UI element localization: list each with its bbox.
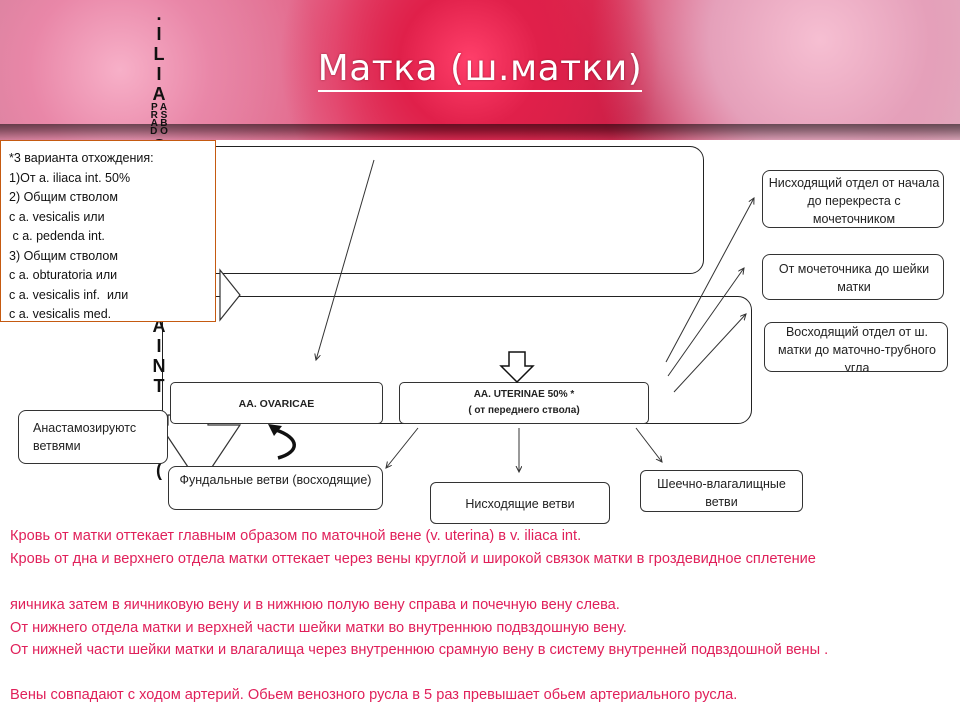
origin-variants-note: *3 варианта отхождения: 1)От a. iliaca i… [0, 140, 216, 322]
anastomose-label: Анастамозируютс ветвями [33, 421, 137, 453]
note-line: с a. vesicalis или [9, 209, 105, 224]
note-line: 1)От a. iliaca int. 50% [9, 170, 131, 185]
note-line: 2) Общим стволом [9, 190, 118, 204]
venous-text-1: Кровь от матки оттекает главным образом … [10, 528, 582, 544]
anastomose-box: Анастамозируютс ветвями [18, 410, 168, 464]
top-group-box [162, 146, 704, 274]
banner-shadow [0, 124, 960, 140]
note-line: с a. obturatoria или [9, 268, 118, 282]
segment-box-1: Нисходящий отдел от начала до перекреста… [762, 170, 944, 228]
curved-arrow [275, 428, 296, 460]
note-line: 3) Общим стволом [9, 248, 118, 263]
arrow-to-segment-3 [673, 314, 746, 393]
slide-title: Матка (ш.матки) [0, 48, 960, 92]
uterinae-label: AA. UTERINAE 50% * ( от переднего ствола… [468, 389, 580, 416]
note-line: *3 варианта отхождения: [9, 151, 154, 165]
arrow-to-segment-2 [667, 268, 744, 377]
ovaricae-label: AA. OVARICAE [238, 398, 315, 410]
fundal-branches-label: Фундальные ветви (восходящие) [179, 473, 372, 487]
note-line: с a. vesicalis med. [9, 307, 112, 321]
arrow-to-segment-1 [665, 198, 754, 363]
cervico-vaginal-label: Шеечно-влагалищные ветви [657, 477, 786, 509]
fundal-branches-box: Фундальные ветви (восходящие) [168, 466, 383, 510]
ovaricae-box: AA. OVARICAE [170, 382, 383, 424]
descending-branches-box: Нисходящие ветви [430, 482, 610, 524]
header-banner [0, 0, 960, 140]
arrow-to-ovaricae [316, 159, 375, 360]
arrow-to-cervico [635, 427, 662, 462]
venous-text-2: Кровь от дна и верхнего отдела матки отт… [10, 551, 816, 567]
venous-text-6: Вены совпадают с ходом артерий. Обьем ве… [10, 687, 738, 703]
segment-label-3: Восходящий отдел от ш. матки до маточно-… [778, 325, 936, 372]
arrow-to-fundal [386, 427, 419, 468]
segment-box-3: Восходящий отдел от ш. матки до маточно-… [764, 322, 948, 372]
uterinae-box: AA. UTERINAE 50% * ( от переднего ствола… [399, 382, 649, 424]
note-line: с a. vesicalis inf. или [9, 287, 129, 302]
note-line: с a. pedenda int. [9, 229, 105, 243]
venous-text-3: яичника затем в яичниковую вену и в нижн… [10, 597, 620, 613]
cervico-vaginal-box: Шеечно-влагалищные ветви [640, 470, 803, 512]
segment-label-2: От мочеточника до шейки матки [778, 262, 930, 294]
segment-box-2: От мочеточника до шейки матки [762, 254, 944, 300]
descending-branches-label: Нисходящие ветви [465, 497, 575, 511]
block-arrow-uterinae [499, 351, 535, 384]
curved-arrow-head [268, 424, 282, 436]
segment-label-1: Нисходящий отдел от начала до перекреста… [768, 176, 940, 226]
venous-text-5: От нижней части шейки матки и влагалища … [10, 642, 829, 658]
venous-text-4: От нижнего отдела матки и верхней части … [10, 620, 627, 636]
